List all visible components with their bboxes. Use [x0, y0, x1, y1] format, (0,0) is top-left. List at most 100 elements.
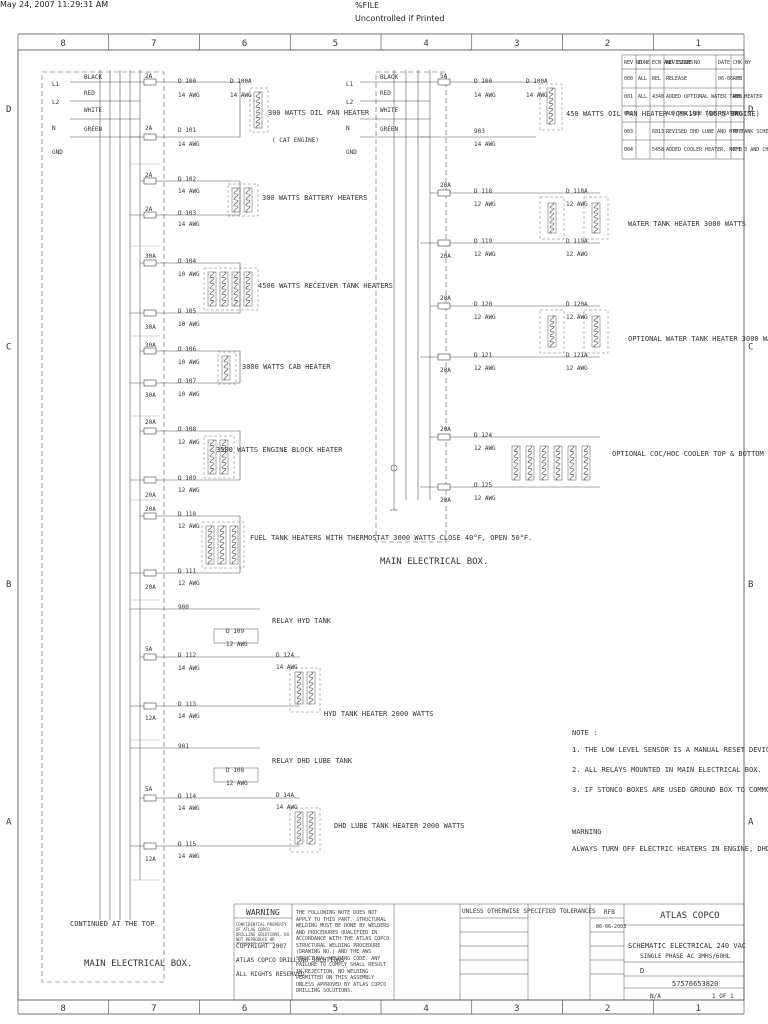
zone-row-label: A	[6, 817, 12, 827]
warning-text: ALWAYS TURN OFF ELECTRIC HEATERS IN ENGI…	[572, 845, 768, 853]
breaker-icon	[143, 427, 157, 435]
left-schematic	[41, 70, 321, 983]
heater-enclosure	[289, 667, 321, 713]
svg-text:D 114: D 114	[178, 793, 196, 800]
relay-icon	[213, 628, 259, 644]
heater-element	[567, 445, 577, 481]
svg-text:5A: 5A	[440, 73, 448, 80]
svg-text:5A: 5A	[145, 646, 153, 653]
svg-text:900: 900	[178, 604, 189, 611]
svg-text:12 AWG: 12 AWG	[566, 314, 588, 321]
svg-text:D 103: D 103	[178, 210, 196, 217]
revision-cell: 06-06-03	[718, 76, 742, 82]
breaker-icon	[143, 512, 157, 520]
svg-text:10 AWG: 10 AWG	[178, 271, 200, 278]
svg-text:12 AWG: 12 AWG	[178, 439, 200, 446]
svg-text:14 AWG: 14 AWG	[276, 664, 298, 671]
hyd-relay-label: RELAY HYD TANK	[272, 617, 332, 625]
heater-element	[243, 271, 253, 307]
heater-element	[231, 271, 241, 307]
svg-text:GND: GND	[346, 149, 357, 156]
zone-column-label: 1	[696, 1004, 701, 1014]
svg-text:14 AWG: 14 AWG	[474, 141, 496, 148]
svg-text:12 AWG: 12 AWG	[178, 580, 200, 587]
svg-text:D 124: D 124	[276, 652, 294, 659]
svg-text:D 109: D 109	[178, 475, 196, 482]
tb-sheet: 1 OF 1	[712, 993, 734, 1000]
breaker-icon	[437, 239, 451, 247]
svg-text:10 AWG: 10 AWG	[178, 321, 200, 328]
heater-element	[547, 315, 557, 348]
tb-size: D	[640, 967, 644, 975]
svg-text:D 100A: D 100A	[526, 78, 548, 85]
heater-enclosure	[249, 87, 269, 133]
heater-enclosure	[203, 267, 259, 311]
water-tank-label: WATER TANK HEATER 3000 WATTS	[628, 220, 746, 228]
svg-text:D 119: D 119	[474, 238, 492, 245]
heater-element	[525, 445, 535, 481]
tb-company-small: ATLAS COPCO DRILLING SOLUTIONS	[236, 957, 345, 964]
svg-text:14 AWG: 14 AWG	[230, 92, 252, 99]
left-wire-white: WHITE	[84, 107, 102, 114]
relay-icon	[213, 767, 259, 783]
revision-cell: 002	[624, 111, 633, 117]
svg-text:20A: 20A	[440, 426, 451, 433]
svg-text:L1: L1	[346, 81, 354, 88]
svg-text:14 AWG: 14 AWG	[178, 141, 200, 148]
svg-text:2A: 2A	[145, 206, 153, 213]
breaker-icon	[143, 794, 157, 802]
fuel-heater-label: FUEL TANK HEATERS WITH THERMOSTAT 3000 W…	[250, 534, 532, 542]
left-box-label: MAIN ELECTRICAL BOX.	[84, 959, 192, 969]
svg-text:12 AWG: 12 AWG	[474, 445, 496, 452]
opt-water-tank-label: OPTIONAL WATER TANK HEATER 3000 WATTS	[628, 335, 768, 343]
revision-cell: RFB	[733, 76, 742, 82]
file-name: %FILE	[355, 1, 380, 10]
heater-enclosure	[583, 309, 609, 354]
svg-text:2A: 2A	[145, 125, 153, 132]
breaker-icon	[143, 842, 157, 850]
zone-column-label: 5	[333, 39, 338, 49]
revision-cell: 003	[624, 129, 633, 135]
breaker-icon	[437, 483, 451, 491]
zone-column-label: 3	[514, 1004, 519, 1014]
breaker-icon	[143, 702, 157, 710]
breaker-icon	[143, 78, 157, 86]
svg-text:30A: 30A	[145, 342, 156, 349]
heater-element	[591, 315, 601, 348]
title-block	[233, 903, 745, 1001]
svg-text:14 AWG: 14 AWG	[178, 188, 200, 195]
tb-rights: ALL RIGHTS RESERVED	[236, 971, 305, 978]
svg-text:BLACK: BLACK	[380, 74, 398, 81]
right-box-label: MAIN ELECTRICAL BOX.	[380, 557, 488, 567]
breaker-icon	[143, 309, 157, 317]
breaker-icon	[437, 302, 451, 310]
svg-text:D 107: D 107	[178, 378, 196, 385]
svg-text:12A: 12A	[145, 715, 156, 722]
heater-element	[553, 445, 563, 481]
svg-text:D 115: D 115	[178, 841, 196, 848]
heater-element	[511, 445, 521, 481]
heater-element	[221, 355, 231, 381]
revision-cell: 5458	[652, 147, 664, 153]
svg-text:12 AWG: 12 AWG	[474, 314, 496, 321]
svg-text:D 105: D 105	[178, 308, 196, 315]
svg-text:D 125: D 125	[474, 482, 492, 489]
battery-heater-label: 300 WATTS BATTERY HEATERS	[262, 194, 367, 202]
revision-header: ZONE	[638, 60, 650, 66]
svg-text:12 AWG: 12 AWG	[178, 487, 200, 494]
receiver-heater-label: 4500 WATTS RECEIVER TANK HEATERS	[258, 282, 393, 290]
heater-enclosure	[539, 83, 563, 131]
tb-tolerance: UNLESS OTHERWISE SPECIFIED TOLERANCES	[462, 908, 596, 915]
breaker-icon	[143, 569, 157, 577]
cooler-heater-label: OPTIONAL COC/HOC COOLER TOP & BOTTOM TAN…	[612, 450, 768, 458]
left-wire-green: GREEN	[84, 126, 102, 133]
breaker-icon	[437, 78, 451, 86]
heater-element	[229, 525, 239, 565]
heater-element	[219, 439, 229, 475]
tb-date: 06-06-2003	[596, 924, 626, 930]
svg-text:10 AWG: 10 AWG	[178, 391, 200, 398]
svg-text:L2: L2	[346, 99, 354, 106]
left-labels: L1 L2 N GND BLACK RED WHITE GREEN 2A 2A …	[52, 73, 532, 969]
svg-text:14 AWG: 14 AWG	[178, 221, 200, 228]
